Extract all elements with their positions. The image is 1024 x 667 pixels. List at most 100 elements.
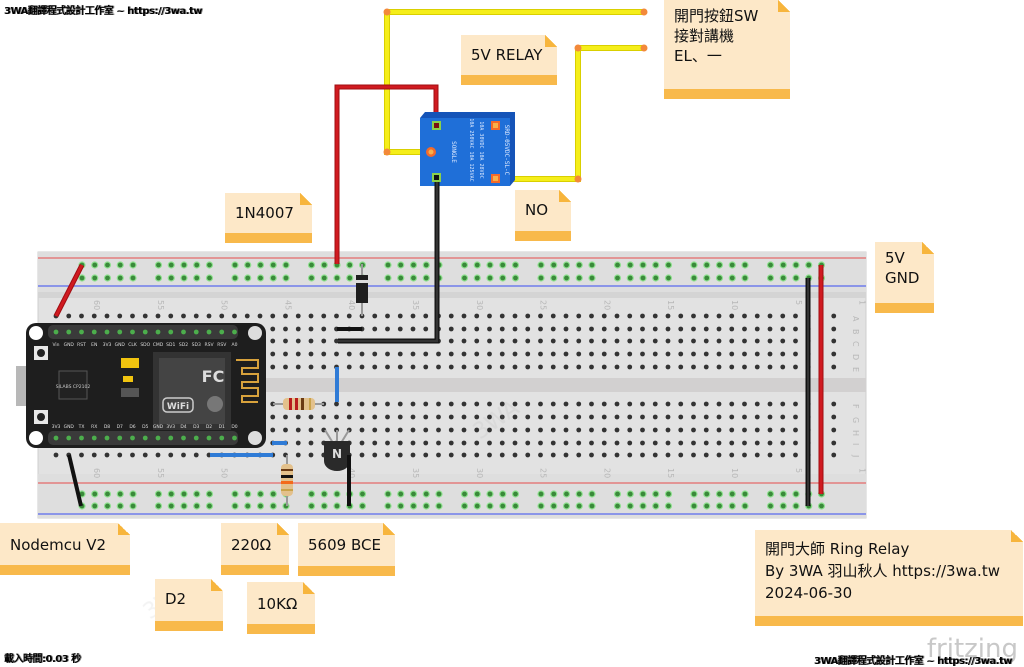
rail-hole[interactable]: [154, 490, 163, 498]
breadboard-hole[interactable]: [627, 401, 633, 407]
rail-hole[interactable]: [244, 261, 252, 269]
breadboard-hole[interactable]: [767, 427, 773, 433]
rail-hole[interactable]: [231, 502, 239, 510]
breadboard-hole[interactable]: [691, 364, 696, 370]
breadboard-hole[interactable]: [831, 440, 837, 446]
breadboard-hole[interactable]: [780, 326, 786, 332]
breadboard-hole[interactable]: [410, 351, 416, 357]
breadboard-hole[interactable]: [474, 326, 480, 332]
breadboard-hole[interactable]: [627, 313, 633, 319]
rail-hole[interactable]: [639, 490, 647, 498]
breadboard-hole[interactable]: [627, 351, 633, 357]
breadboard-hole[interactable]: [754, 351, 760, 357]
rail-hole[interactable]: [397, 502, 405, 510]
breadboard-hole[interactable]: [525, 313, 531, 319]
rail-hole[interactable]: [129, 274, 137, 282]
breadboard-hole[interactable]: [793, 364, 798, 370]
rail-hole[interactable]: [320, 490, 328, 498]
breadboard-hole[interactable]: [550, 351, 556, 357]
breadboard-hole[interactable]: [461, 326, 467, 332]
breadboard-hole[interactable]: [219, 313, 225, 319]
rail-hole[interactable]: [116, 490, 124, 498]
breadboard-hole[interactable]: [499, 338, 505, 344]
breadboard-hole[interactable]: [346, 364, 352, 370]
rail-hole[interactable]: [180, 261, 188, 269]
breadboard-hole[interactable]: [793, 414, 798, 420]
breadboard-hole[interactable]: [742, 351, 747, 357]
breadboard-hole[interactable]: [308, 452, 314, 458]
rail-hole[interactable]: [690, 502, 698, 510]
breadboard-hole[interactable]: [742, 326, 747, 332]
breadboard-hole[interactable]: [308, 364, 314, 370]
breadboard-hole[interactable]: [614, 414, 620, 420]
rail-hole[interactable]: [575, 274, 583, 282]
breadboard-hole[interactable]: [461, 313, 467, 319]
breadboard-hole[interactable]: [499, 427, 505, 433]
nodemcu-pin[interactable]: [219, 435, 225, 441]
rail-hole[interactable]: [741, 490, 749, 498]
breadboard-hole[interactable]: [614, 364, 620, 370]
nodemcu-pin[interactable]: [117, 329, 123, 335]
breadboard-hole[interactable]: [525, 338, 531, 344]
rail-hole[interactable]: [397, 490, 405, 498]
breadboard-hole[interactable]: [487, 427, 492, 433]
breadboard-hole[interactable]: [754, 414, 760, 420]
breadboard-hole[interactable]: [295, 326, 301, 332]
breadboard-hole[interactable]: [487, 440, 492, 446]
breadboard-hole[interactable]: [793, 313, 798, 319]
breadboard-hole[interactable]: [270, 364, 276, 370]
breadboard-hole[interactable]: [703, 440, 709, 446]
breadboard-hole[interactable]: [487, 313, 492, 319]
breadboard-hole[interactable]: [742, 414, 747, 420]
breadboard-hole[interactable]: [831, 326, 837, 332]
breadboard-hole[interactable]: [512, 452, 518, 458]
breadboard-hole[interactable]: [334, 338, 339, 344]
breadboard-hole[interactable]: [780, 313, 786, 319]
breadboard-hole[interactable]: [703, 338, 709, 344]
rail-hole[interactable]: [384, 274, 392, 282]
breadboard-hole[interactable]: [244, 313, 250, 319]
breadboard-hole[interactable]: [308, 427, 314, 433]
rail-hole[interactable]: [537, 274, 545, 282]
rail-hole[interactable]: [269, 490, 277, 498]
breadboard-hole[interactable]: [703, 326, 709, 332]
rail-hole[interactable]: [460, 261, 469, 269]
rail-hole[interactable]: [562, 261, 571, 269]
rail-hole[interactable]: [537, 261, 545, 269]
breadboard-hole[interactable]: [499, 326, 505, 332]
rail-hole[interactable]: [244, 502, 252, 510]
breadboard-hole[interactable]: [678, 440, 684, 446]
breadboard-hole[interactable]: [576, 326, 582, 332]
rail-hole[interactable]: [231, 274, 239, 282]
rail-hole[interactable]: [473, 261, 481, 269]
rail-hole[interactable]: [91, 502, 99, 510]
rail-hole[interactable]: [613, 490, 622, 498]
rail-hole[interactable]: [384, 261, 392, 269]
breadboard-hole[interactable]: [627, 364, 633, 370]
breadboard-hole[interactable]: [397, 452, 403, 458]
rail-hole[interactable]: [766, 502, 775, 510]
rail-hole[interactable]: [779, 490, 787, 498]
nodemcu-pin[interactable]: [66, 435, 72, 441]
breadboard-hole[interactable]: [703, 313, 709, 319]
rail-hole[interactable]: [562, 490, 571, 498]
nodemcu-pin[interactable]: [219, 329, 225, 335]
breadboard-hole[interactable]: [601, 427, 607, 433]
rail-hole[interactable]: [703, 261, 711, 269]
rail-hole[interactable]: [409, 490, 418, 498]
rail-hole[interactable]: [205, 261, 214, 269]
breadboard-hole[interactable]: [742, 440, 747, 446]
breadboard-hole[interactable]: [448, 452, 454, 458]
breadboard-hole[interactable]: [767, 440, 773, 446]
rail-hole[interactable]: [550, 274, 558, 282]
breadboard-hole[interactable]: [474, 313, 480, 319]
rail-hole[interactable]: [116, 502, 124, 510]
rail-hole[interactable]: [486, 274, 494, 282]
breadboard-hole[interactable]: [423, 440, 429, 446]
breadboard-hole[interactable]: [410, 401, 416, 407]
rail-hole[interactable]: [703, 502, 711, 510]
note-title[interactable]: 開門大師 Ring Relay By 3WA 羽山秋人 https://3wa.…: [755, 530, 1023, 626]
breadboard-hole[interactable]: [665, 338, 671, 344]
breadboard-hole[interactable]: [257, 313, 263, 319]
note-door-switch[interactable]: 開門按鈕SW 接對講機 EL、一: [664, 0, 790, 99]
